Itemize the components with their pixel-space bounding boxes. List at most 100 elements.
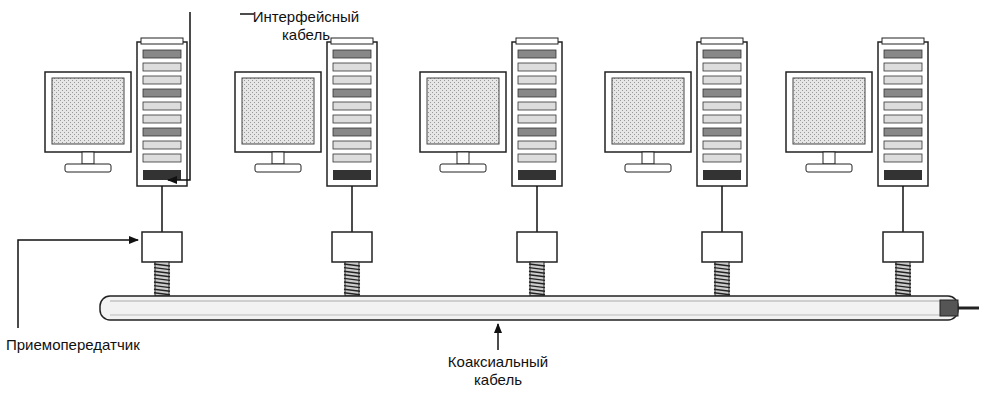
monitor-base	[440, 164, 486, 172]
transceiver-box	[702, 232, 742, 262]
drive-bay	[518, 89, 556, 97]
tap-thread	[714, 271, 730, 273]
system-unit	[327, 42, 377, 186]
drive-bay	[884, 128, 922, 136]
monitor-base	[625, 164, 671, 172]
drive-bay	[333, 89, 371, 97]
monitor	[786, 72, 872, 152]
monitor-screen	[242, 78, 314, 144]
system-unit-top	[331, 38, 373, 44]
part-label: Приемопередатчик	[6, 336, 206, 354]
tower-vent	[333, 170, 371, 180]
tap-thread	[344, 268, 360, 270]
drive-bay	[143, 141, 181, 149]
tap-thread	[154, 264, 170, 266]
drive-bay	[143, 76, 181, 84]
tap-thread	[154, 278, 170, 280]
drive-bay	[518, 63, 556, 71]
tap-thread	[154, 289, 170, 291]
interface-cable	[902, 186, 904, 232]
drive-bay	[703, 128, 741, 136]
monitor	[605, 72, 691, 152]
drive-bay	[518, 115, 556, 123]
transceiver-box	[332, 232, 372, 262]
transceiver-tap	[345, 262, 359, 296]
drive-bay	[703, 76, 741, 84]
system-unit	[697, 42, 747, 186]
monitor-neck	[457, 152, 469, 164]
system-unit-top	[516, 38, 558, 44]
tap-thread	[154, 282, 170, 284]
drive-bay	[333, 63, 371, 71]
tap-thread	[529, 264, 545, 266]
drive-bay	[518, 128, 556, 136]
tap-thread	[154, 275, 170, 277]
system-unit	[512, 42, 562, 186]
system-unit	[137, 42, 187, 186]
transceiver-box	[142, 232, 182, 262]
drive-bay	[703, 141, 741, 149]
drive-bay	[333, 115, 371, 123]
tap-thread	[344, 264, 360, 266]
monitor-base	[255, 164, 301, 172]
leader-line	[240, 13, 254, 15]
tap-thread	[344, 278, 360, 280]
tap-thread	[895, 268, 911, 270]
tap-thread	[714, 293, 730, 295]
tower-vent	[884, 170, 922, 180]
drive-bay	[333, 141, 371, 149]
drive-bay	[333, 76, 371, 84]
drive-bay	[703, 89, 741, 97]
tap-thread	[714, 289, 730, 291]
monitor-screen	[612, 78, 684, 144]
tap-thread	[895, 286, 911, 288]
drive-bay	[518, 141, 556, 149]
drive-bay	[518, 154, 556, 162]
tap-thread	[895, 293, 911, 295]
system-unit-top	[701, 38, 743, 44]
tap-thread	[529, 268, 545, 270]
drive-bay	[518, 102, 556, 110]
tap-thread	[714, 268, 730, 270]
tap-thread	[154, 293, 170, 295]
cable-core	[958, 307, 979, 310]
monitor-screen	[793, 78, 865, 144]
monitor	[45, 72, 131, 152]
transceiver-box	[517, 232, 557, 262]
transceiver-tap	[530, 262, 544, 296]
drive-bay	[143, 115, 181, 123]
tap-thread	[529, 293, 545, 295]
drive-bay	[703, 154, 741, 162]
tap-thread	[895, 278, 911, 280]
tap-thread	[344, 271, 360, 273]
tap-thread	[344, 282, 360, 284]
monitor-neck	[642, 152, 654, 164]
drive-bay	[333, 128, 371, 136]
drive-bay	[333, 102, 371, 110]
drive-bay	[884, 141, 922, 149]
drive-bay	[703, 115, 741, 123]
transceiver-tap	[715, 262, 729, 296]
drive-bay	[143, 63, 181, 71]
tap-thread	[344, 286, 360, 288]
drive-bay	[884, 115, 922, 123]
monitor-neck	[823, 152, 835, 164]
tap-thread	[714, 275, 730, 277]
tap-thread	[714, 286, 730, 288]
drive-bay	[518, 76, 556, 84]
system-unit	[878, 42, 928, 186]
transceiver-box	[883, 232, 923, 262]
drive-bay	[884, 76, 922, 84]
drive-bay	[884, 102, 922, 110]
transceiver-tap	[155, 262, 169, 296]
drive-bay	[333, 154, 371, 162]
monitor-neck	[272, 152, 284, 164]
monitor-neck	[82, 152, 94, 164]
drive-bay	[703, 63, 741, 71]
tap-thread	[529, 282, 545, 284]
system-unit-top	[882, 38, 924, 44]
drive-bay	[703, 102, 741, 110]
tap-thread	[895, 264, 911, 266]
tower-vent	[143, 170, 181, 180]
